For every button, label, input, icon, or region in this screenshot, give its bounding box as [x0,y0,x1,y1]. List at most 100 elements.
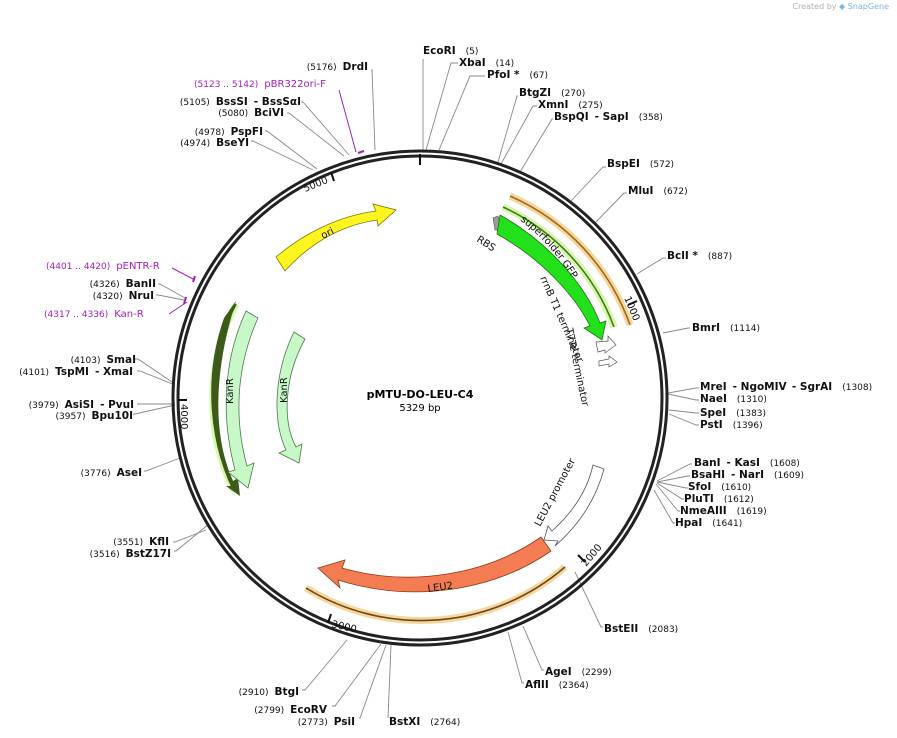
enzyme-name: PstI [700,419,723,431]
feature-label-ori: ori [319,226,336,242]
enzyme-site-tspmi[interactable]: (4101)TspMI- XmaI [19,366,133,378]
enzyme-site-banii[interactable]: (4326)BanII [90,278,156,290]
enzyme-site-bsahi[interactable]: BsaHI - NarI (1609) [691,469,804,481]
kanr-strand-arrowhead [211,301,240,496]
enzyme-position: (2083) [648,625,678,635]
enzyme-name: MluI [628,185,653,197]
primer-marks [183,150,365,305]
t7te-terminator-feature[interactable] [598,355,618,368]
enzyme-site-nrui[interactable]: (4320)NruI [93,290,154,302]
enzyme-site-bpu10i[interactable]: (3957)Bpu10I [56,410,133,422]
leader-lines [133,59,699,719]
enzyme-position: (1308) [842,383,872,393]
enzyme-site-xmni[interactable]: XmnI(275) [538,99,603,111]
enzyme-name: PspFI [231,126,263,138]
svg-text:(5123 .. 5142)pBR322ori-F: (5123 .. 5142)pBR322ori-F [194,79,326,90]
enzyme-site-xbai[interactable]: XbaI(14) [459,57,514,69]
rrnb-t1-terminator-feature[interactable] [595,335,617,354]
feature-label-kanr-1: KanR [225,378,236,404]
enzyme-site-hpai[interactable]: HpaI(1641) [675,517,742,529]
enzyme-site-nmeaiii[interactable]: NmeAIII(1619) [680,505,767,517]
enzyme-site-bsssi[interactable]: (5105)BssSI- BssSαI [180,96,301,108]
kanr-feature-1[interactable] [225,310,259,489]
enzyme-site-mrei[interactable]: MreI- NgoMIV- SgrAI(1308) [700,381,872,393]
enzyme-site-naei[interactable]: NaeI(1310) [700,393,767,405]
enzyme-site-btgi[interactable]: (2910)BtgI [239,686,299,698]
enzyme-site-kfli[interactable]: (3551)KflI [113,536,169,548]
enzyme-position: (1610) [721,483,751,493]
enzyme-name: - BssSαI [254,96,301,108]
enzyme-site-drdi[interactable]: (5176)DrdI [307,61,368,73]
enzyme-site-btgzi[interactable]: BtgZI(270) [519,87,585,99]
enzyme-name: SfoI [688,481,711,493]
feature-label-rbs: RBS [474,234,497,254]
superfolder-gfp-feature[interactable] [496,214,607,341]
enzyme-labels: EcoRI(5)XbaI(14)PfoI *(67) BtgZI(270)XmnI… [19,45,872,728]
enzyme-name: XmnI [538,99,568,111]
enzyme-site-asei[interactable]: (3776)AseI [81,467,142,479]
enzyme-name: BtgZI [519,87,551,99]
enzyme-name: XbaI [459,57,486,69]
gfp-strand-line [502,206,615,328]
enzyme-position: (67) [530,71,548,81]
enzyme-site-bani[interactable]: BanI- KasI(1608) [694,457,800,469]
enzyme-name: BsaHI [691,469,725,481]
enzyme-site-bspei[interactable]: BspEI (572) [607,158,674,170]
enzyme-site-pfoi[interactable]: PfoI *(67) [487,69,548,81]
enzyme-name: EcoRV [290,704,328,716]
enzyme-name: - SgrAI [792,381,832,393]
enzyme-name: - NarI [731,469,764,481]
enzyme-site-psti[interactable]: PstI(1396) [700,419,763,431]
svg-text:(4317 .. 4336)Kan-R: (4317 .. 4336)Kan-R [44,309,144,320]
enzyme-position: (4978) [195,128,225,138]
enzyme-site-bsteii[interactable]: BstEII (2083) [604,623,678,635]
enzyme-site-bspqi[interactable]: BspQI- SapI(358) [554,111,663,123]
enzyme-name: KflI [149,536,169,548]
credit-brand: SnapGene [847,2,889,11]
enzyme-site-mlui[interactable]: MluI(672) [628,185,688,197]
enzyme-site-asisi[interactable]: (3979)AsiSI- PvuI [29,399,134,411]
kanr-feature-2[interactable] [276,331,306,464]
enzyme-name: EcoRI [423,45,456,57]
enzyme-name: AflII [525,679,549,691]
enzyme-site-bstz17i[interactable]: (3516)BstZ17I [90,548,171,560]
leu2-feature[interactable] [317,536,552,593]
enzyme-position: (5105) [180,98,210,108]
ori-feature[interactable] [275,203,397,272]
tick-label-4000: 4000 [178,404,189,429]
enzyme-position: (358) [639,113,663,123]
enzyme-name: BtgI [275,686,299,698]
enzyme-site-pspfi[interactable]: (4978) PspFI [195,126,263,138]
plasmid-name: pMTU-DO-LEU-C4 [367,388,474,401]
enzyme-site-ecorv[interactable]: (2799) EcoRV [254,704,328,716]
enzyme-position: (1608) [770,459,800,469]
enzyme-site-smai[interactable]: (4103)SmaI [71,354,136,366]
enzyme-name: BspEI [607,158,640,170]
enzyme-site-bcivi[interactable]: (5080)BciVI [218,107,284,119]
enzyme-name: BseYI [216,137,249,149]
leu2-promoter-feature[interactable] [543,464,605,547]
enzyme-site-bcli[interactable]: BclI *(887) [667,250,732,262]
enzyme-site-bseyi[interactable]: (4974)BseYI [180,137,249,149]
enzyme-position: (1609) [774,471,804,481]
enzyme-site-ecori[interactable]: EcoRI(5) [423,45,478,57]
enzyme-site-bstxi[interactable]: BstXI(2764) [389,716,460,728]
enzyme-position: (572) [650,160,674,170]
enzyme-site-spei[interactable]: SpeI(1383) [700,407,766,419]
tick-2000 [577,554,586,563]
enzyme-name: BstEII [604,623,638,635]
enzyme-position: (1114) [730,324,760,334]
enzyme-position: (1612) [724,495,754,505]
enzyme-site-aflii[interactable]: AflII(2364) [525,679,589,691]
enzyme-site-sfoi[interactable]: SfoI (1610) [688,481,751,493]
enzyme-site-agei[interactable]: AgeI(2299) [545,666,612,678]
enzyme-site-bmri[interactable]: BmrI(1114) [692,322,760,334]
enzyme-position: (4326) [90,280,120,290]
enzyme-site-pluti[interactable]: PluTI(1612) [684,493,754,505]
enzyme-position: (2799) [254,706,284,716]
primer-leaders [168,89,357,315]
enzyme-site-psii[interactable]: (2773)PsiI [298,716,355,728]
tick-1000 [627,300,638,306]
enzyme-position: (3979) [29,401,59,411]
